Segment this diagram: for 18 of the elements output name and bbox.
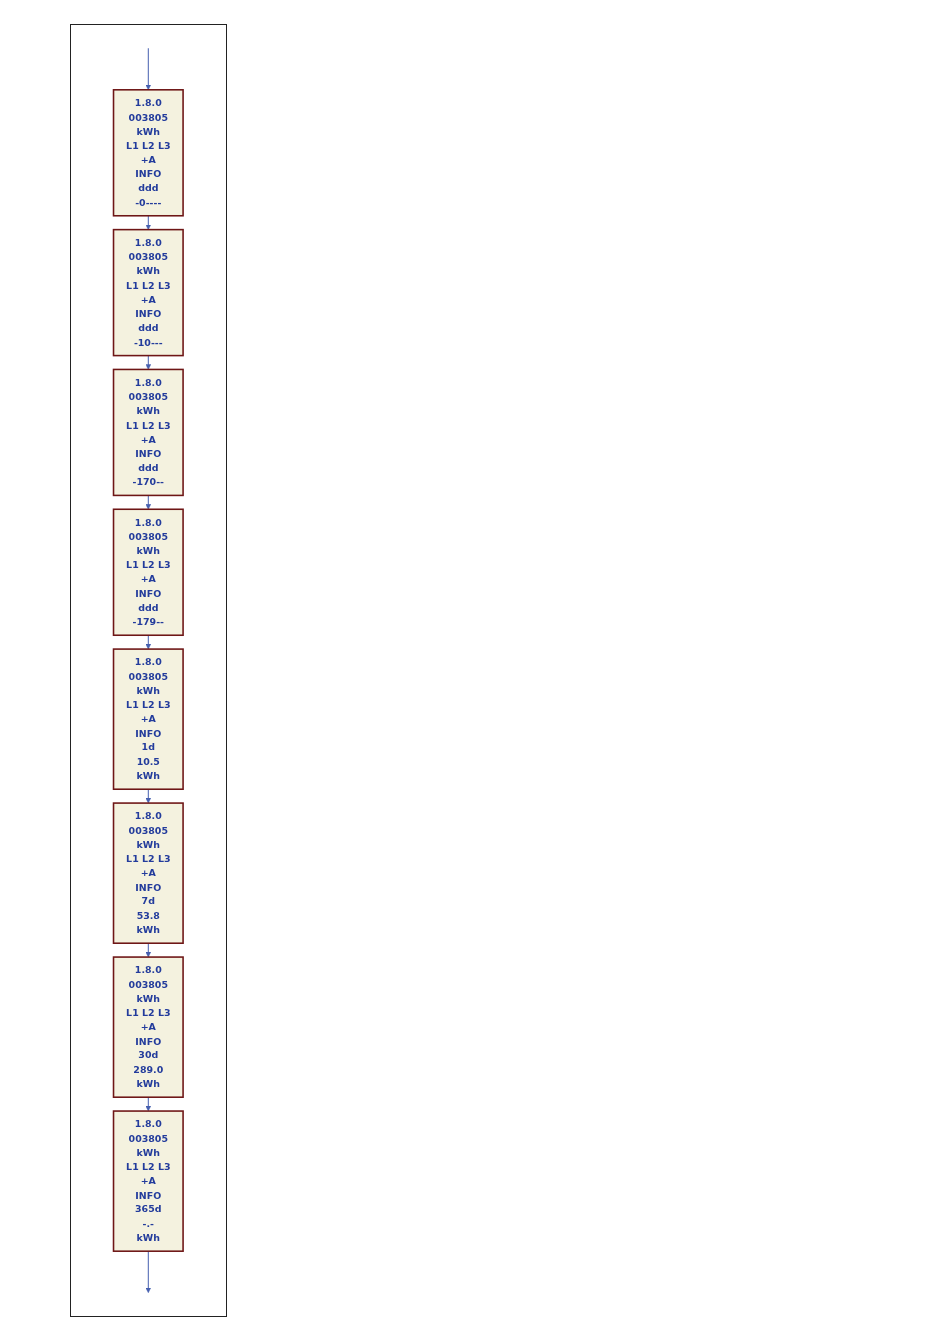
arrow: [145, 355, 152, 370]
node-box: [112, 956, 184, 1098]
arrow: [145, 942, 152, 958]
arrow: [145, 1096, 152, 1112]
arrow: [145, 788, 152, 804]
node-box: [112, 802, 184, 944]
arrow: [145, 47, 152, 91]
node-box: [112, 508, 184, 636]
node-box: [112, 89, 184, 217]
node-box: [112, 648, 184, 790]
arrow: [145, 1250, 152, 1293]
arrow: [145, 634, 152, 650]
node-box: [112, 228, 184, 357]
arrow: [145, 494, 152, 510]
figure-frame: 1.8.0 003805 kWh L1 L2 L3 +A INFO ddd -0---- 1.8.0 003805 kWh L1 L2 L3 +A INFO ddd -10--- 1.8.0 003805 kWh L1 L2 L3 +A INFO ddd -170-- 1.8.0 003805 kWh L1 L2 L3 +A INFO ddd -179-- 1.8.0 003805 kWh L1 L2 L3 +A INFO 1d 10.5 kWh 1.8.0 003805 kWh L1 L2 L3 +A INFO 7d 53.8 kWh 1.8.0 003805 kWh L1 L2 L3 +A INFO 30d 289.0 kWh 1.8.0 003805 kWh L1 L2 L3 +A INFO 365d -.- kWh: [70, 24, 227, 1317]
node-box: [112, 1110, 184, 1252]
node-box: [112, 368, 184, 497]
arrow: [145, 215, 152, 230]
